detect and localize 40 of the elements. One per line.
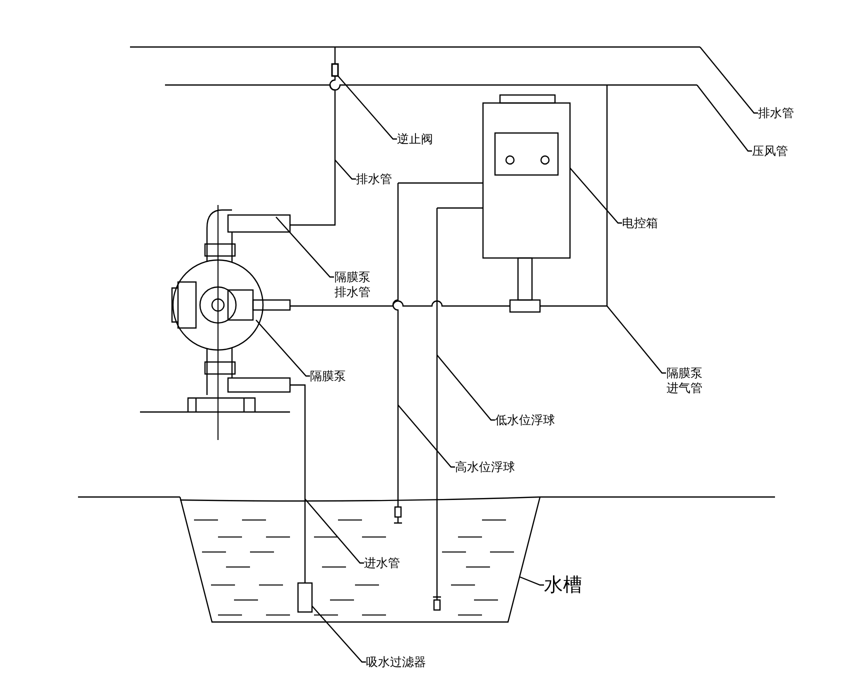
part-label: 电控箱 <box>622 216 658 231</box>
pump-drawing <box>171 204 291 440</box>
leader-line <box>334 160 356 180</box>
leader-line <box>570 168 622 224</box>
part-label: 水槽 <box>544 574 582 597</box>
signal-wire <box>437 207 483 209</box>
drain-pipe <box>290 76 336 226</box>
part-label: 隔膜泵进气管 <box>666 366 703 396</box>
part-label: 压风管 <box>752 144 788 159</box>
signal-wire <box>398 182 483 184</box>
leader-line <box>696 84 752 152</box>
float-switch <box>392 182 403 524</box>
air-pipe <box>165 84 697 90</box>
suction-filter <box>297 582 313 613</box>
part-label: 吸水过滤器 <box>366 655 426 670</box>
suction-pipe <box>290 384 306 583</box>
part-label: 隔膜泵 <box>310 369 346 384</box>
float-switch <box>432 207 442 611</box>
part-label: 排水管 <box>758 106 794 121</box>
part-label: 隔膜泵排水管 <box>334 270 371 300</box>
leader-line <box>304 498 364 564</box>
control-box-drawing <box>482 94 571 313</box>
leader-line <box>520 576 544 586</box>
leader-line <box>338 76 397 140</box>
part-label: 高水位浮球 <box>455 460 515 475</box>
leader-line <box>256 320 310 377</box>
leader-line <box>312 606 366 663</box>
leader-line <box>700 46 758 114</box>
part-label: 进水管 <box>364 556 400 571</box>
leader-line <box>436 354 495 421</box>
part-label: 排水管 <box>356 172 392 187</box>
leader-line <box>606 306 666 374</box>
part-label: 逆止阀 <box>397 132 433 147</box>
air-line <box>290 300 510 307</box>
drain-pipe <box>334 47 336 64</box>
check-valve <box>331 63 339 77</box>
leader-line <box>398 404 455 468</box>
part-label: 低水位浮球 <box>495 413 555 428</box>
leader-line <box>276 216 334 278</box>
air-pipe <box>540 85 608 307</box>
